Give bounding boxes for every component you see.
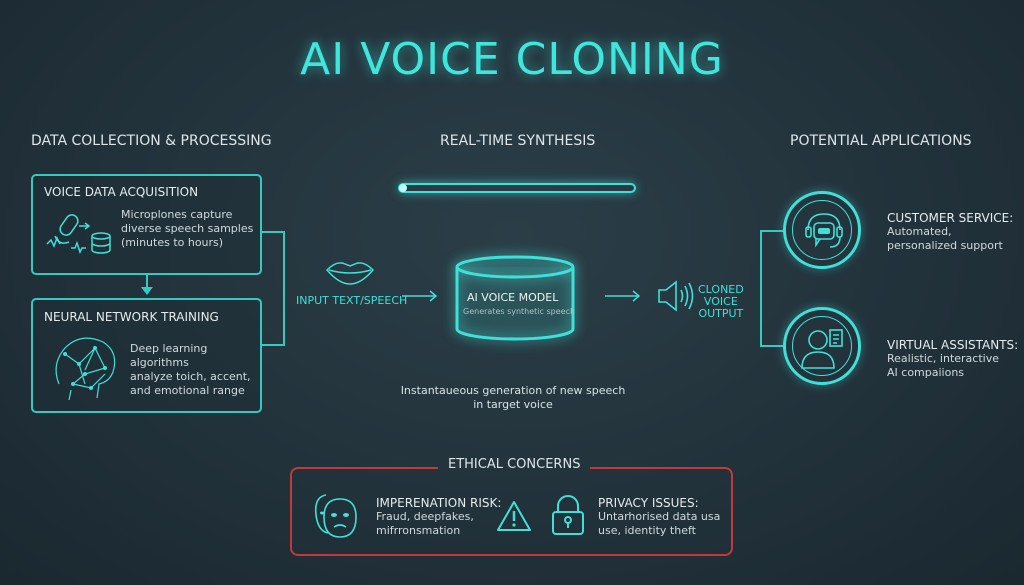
- customer-service-circle: [783, 191, 861, 269]
- speaker-icon: [658, 280, 694, 312]
- text-line: AI compaiions: [887, 366, 965, 379]
- person-document-icon: [801, 329, 843, 369]
- card-title: NEURAL NETWORK TRAINING: [44, 310, 219, 324]
- headset-robot-icon: [805, 213, 843, 248]
- text-line: mifrronsmation: [376, 524, 461, 537]
- model-title: AI VOICE MODEL: [467, 291, 559, 304]
- connector: [283, 231, 285, 346]
- text-line: Fraud, deepfakes,: [376, 510, 474, 523]
- text-line: Deep learning algorithms: [130, 342, 208, 369]
- text-line: in target voice: [473, 398, 553, 411]
- card-title: VOICE DATA ACQUISITION: [44, 185, 199, 199]
- synthesis-caption: Instantaueous generation of new speech i…: [363, 384, 663, 412]
- impersonation-risk-item: IMPERENATION RISK: Fraud, deepfakes, mif…: [376, 496, 501, 538]
- text-line: and emotional range: [130, 384, 245, 397]
- text-line: Automated,: [887, 225, 952, 238]
- item-title: IMPERENATION RISK:: [376, 496, 502, 510]
- section-data-collection: DATA COLLECTION & PROCESSING: [31, 133, 272, 149]
- neural-network-training-card: NEURAL NETWORK TRAINING Deep learning al…: [31, 298, 262, 413]
- progress-knob: [399, 184, 407, 192]
- connector: [262, 344, 285, 346]
- text-line: Realistic, interactive: [887, 352, 999, 365]
- text-line: diverse speech samples: [121, 222, 254, 235]
- warning-icon: [497, 501, 531, 531]
- circle-inner: [792, 200, 852, 260]
- text-line: analyze toich, accent,: [130, 370, 251, 383]
- connector: [760, 230, 784, 232]
- arrow-down-icon: [141, 287, 153, 295]
- synthesis-progress-bar: [398, 183, 636, 193]
- circle-inner: [792, 316, 852, 376]
- cloned-voice-output-label: CLONED VOICE OUTPUT: [698, 284, 744, 320]
- card-text: Microplones capture diverse speech sampl…: [121, 208, 253, 250]
- microphone-database-icon: [46, 214, 111, 254]
- text-line: OUTPUT: [698, 307, 744, 320]
- brain-network-icon: [55, 337, 116, 401]
- item-title: CUSTOMER SERVICE:: [887, 211, 1014, 225]
- ethical-concerns-title: ETHICAL CONCERNS: [438, 457, 591, 472]
- input-text-speech-label: INPUT TEXT/SPEECH: [296, 294, 408, 307]
- text-line: Untarhorised data usa: [598, 510, 721, 523]
- item-title: VIRTUAL ASSISTANTS:: [887, 338, 1019, 352]
- arrow-right-icon: [402, 290, 438, 302]
- text-line: use, identity theft: [598, 524, 696, 537]
- text-line: Instantaueous generation of new speech: [400, 384, 626, 397]
- connector: [760, 230, 762, 347]
- section-real-time-synthesis: REAL-TIME SYNTHESIS: [440, 133, 596, 149]
- arrow-right-icon: [605, 290, 641, 302]
- text-line: personalized support: [887, 239, 1003, 252]
- text-line: CLONED: [698, 283, 744, 296]
- item-title: PRIVACY ISSUES:: [598, 496, 699, 510]
- padlock-icon: [552, 495, 584, 535]
- virtual-assistants-circle: [783, 307, 861, 385]
- voice-data-acquisition-card: VOICE DATA ACQUISITION Microplones captu…: [31, 174, 262, 275]
- virtual-assistants-item: VIRTUAL ASSISTANTS: Realistic, interacti…: [887, 338, 1018, 380]
- text-line: (minutes to hours): [121, 236, 224, 249]
- customer-service-item: CUSTOMER SERVICE: Automated, personalize…: [887, 211, 1013, 253]
- card-text: Deep learning algorithms analyze toich, …: [130, 342, 260, 398]
- text-line: VOICE: [703, 295, 738, 308]
- ai-voice-model-cylinder: AI VOICE MODEL Generates synthetic speec…: [455, 255, 575, 341]
- privacy-issues-item: PRIVACY ISSUES: Untarhorised data usa us…: [598, 496, 720, 538]
- page-title: AI VOICE CLONING: [300, 34, 724, 85]
- faces-icon: [314, 494, 357, 538]
- connector: [760, 345, 784, 347]
- text-line: Microplones capture: [121, 208, 233, 221]
- lips-icon: [325, 262, 375, 285]
- section-potential-applications: POTENTIAL APPLICATIONS: [790, 133, 972, 149]
- connector: [262, 231, 285, 233]
- cylinder-icon: [455, 255, 575, 341]
- model-subtitle: Generates synthetic speech: [463, 307, 576, 316]
- connector: [146, 275, 148, 289]
